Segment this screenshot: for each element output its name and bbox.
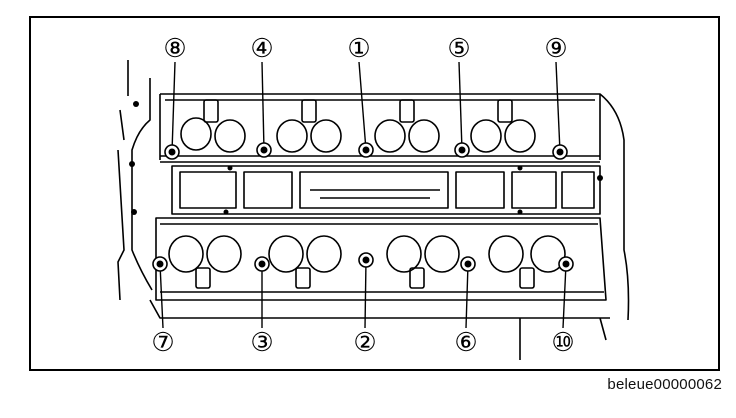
lower-deck-outline	[155, 217, 607, 301]
leader-line	[358, 61, 367, 151]
bolt-center	[168, 148, 176, 156]
hole	[517, 165, 523, 171]
hole	[517, 209, 523, 215]
bolt-center	[562, 260, 570, 268]
center-gallery-detail	[310, 189, 440, 199]
callout-label-5: ⑤	[447, 33, 470, 63]
hole	[129, 161, 135, 167]
hole	[131, 209, 137, 215]
bolt-center	[258, 260, 266, 268]
callout-label-6: ⑥	[454, 327, 477, 357]
head-left-edge	[131, 78, 153, 291]
top-callout-5: ⑤	[447, 33, 471, 158]
bottom-callout-2: ②	[353, 252, 377, 357]
figure-frame	[29, 16, 720, 371]
upper-deck-outline	[159, 93, 601, 160]
bolt-center	[458, 146, 466, 154]
callout-label-3: ③	[250, 327, 273, 357]
bottom-callout-3: ③	[250, 256, 274, 357]
bottom-callout-6: ⑥	[454, 256, 478, 357]
hole	[223, 209, 229, 215]
top-callout-9: ⑨	[544, 33, 568, 160]
callout-label-8: ⑧	[163, 33, 186, 63]
callout-label-1: ①	[347, 33, 370, 63]
hole	[227, 165, 233, 171]
callout-label-7: ⑦	[151, 327, 174, 357]
bolt-center	[362, 256, 370, 264]
bolt-center	[556, 148, 564, 156]
leader-line	[171, 61, 176, 153]
lower-deck-rail	[160, 223, 604, 293]
upper-deck-rail	[160, 99, 600, 163]
top-callout-4: ④	[250, 33, 274, 158]
head-bottom-edge	[149, 299, 610, 360]
callout-label-4: ④	[250, 33, 273, 63]
bottom-callout-7: ⑦	[151, 256, 175, 357]
leader-line	[555, 61, 561, 153]
bolt-center	[260, 146, 268, 154]
head-right-edge	[599, 93, 630, 321]
leader-line	[465, 263, 469, 329]
top-callout-8: ⑧	[163, 33, 187, 160]
lower-cam-journals	[168, 235, 566, 289]
figure-caption: beleue00000062	[607, 376, 722, 393]
callout-label-9: ⑨	[544, 33, 567, 63]
leader-line	[261, 61, 265, 151]
bolt-center	[156, 260, 164, 268]
bottom-callout-10: ⑩	[551, 256, 575, 357]
leader-line	[562, 263, 567, 329]
hole	[597, 175, 603, 181]
callout-label-10: ⑩	[551, 327, 574, 357]
leader-line	[364, 259, 367, 329]
upper-cam-journals	[180, 99, 536, 153]
leader-line	[159, 263, 164, 329]
top-callout-1: ①	[347, 33, 374, 158]
callout-label-2: ②	[353, 327, 376, 357]
hole	[133, 101, 139, 107]
bolt-center	[464, 260, 472, 268]
center-gallery-inner	[179, 171, 595, 209]
center-gallery	[171, 165, 601, 215]
bolt-center	[362, 146, 370, 154]
leader-line	[458, 61, 463, 151]
head-left-edge-outer	[117, 60, 129, 301]
